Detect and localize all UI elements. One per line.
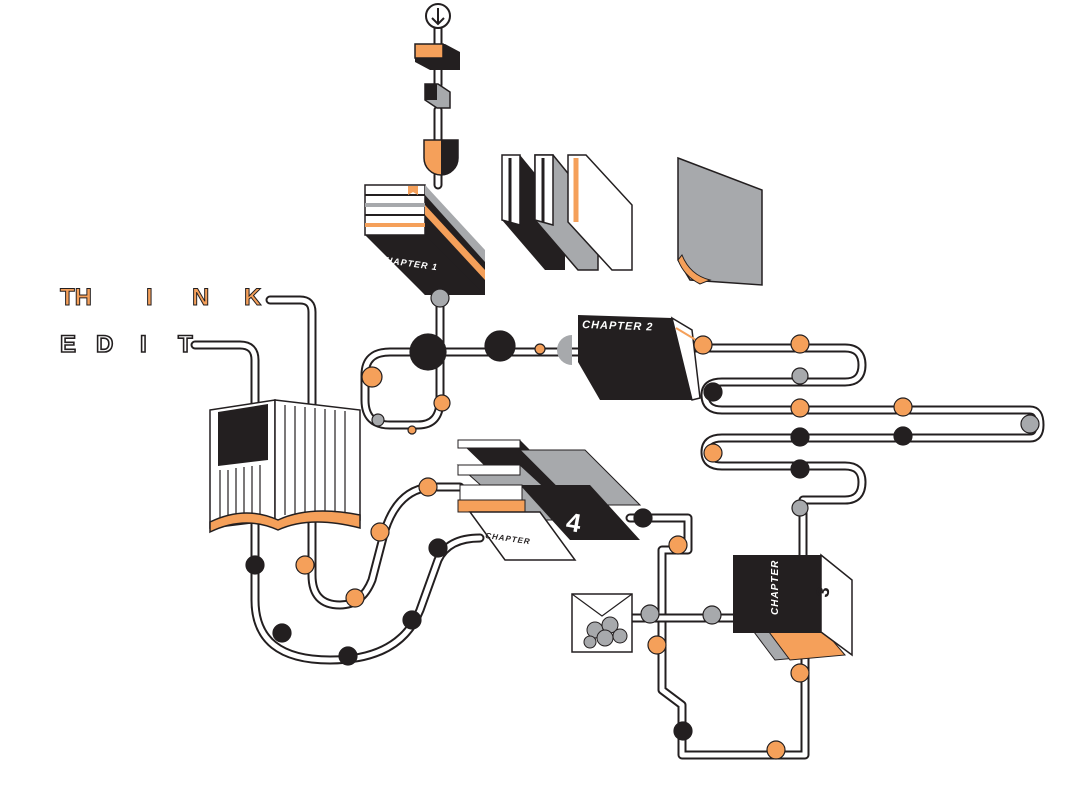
svg-text:E D I T: E D I T xyxy=(60,331,193,358)
edit-letter-e: E xyxy=(60,331,76,358)
edit-word: E D I T xyxy=(59,330,194,359)
think-letter-k: K xyxy=(244,284,262,311)
orange-block xyxy=(414,43,460,70)
chapter-3-book: CHAPTER 3 xyxy=(733,553,853,661)
download-arrow-icon[interactable] xyxy=(425,3,451,29)
think-letter-th: TH xyxy=(60,284,92,311)
small-cube xyxy=(424,83,451,109)
open-book xyxy=(209,399,361,534)
chapter-2-book: CHAPTER 2 xyxy=(557,315,701,401)
track-beads xyxy=(245,288,1040,760)
chapter-4-book-stack: 4 CHAPTER xyxy=(456,439,642,561)
edit-letter-d: D xyxy=(96,331,113,358)
half-disc-shape xyxy=(423,139,459,176)
edit-letter-t: T xyxy=(178,331,193,358)
chapter-3-number: 3 xyxy=(812,585,833,598)
edit-letter-i: I xyxy=(140,331,147,358)
chapter-2-label: CHAPTER 2 xyxy=(582,319,654,333)
think-word: TH I N K xyxy=(60,284,263,312)
gray-cluster-box xyxy=(571,593,633,653)
standing-books xyxy=(501,154,633,271)
chapter-3-label: CHAPTER xyxy=(770,560,781,615)
gray-book xyxy=(677,156,763,286)
svg-text:TH I N K: TH I N K xyxy=(60,284,262,311)
chapter-4-number: 4 xyxy=(564,506,584,538)
chapter-1-book-stack: CHAPTER 1 xyxy=(364,184,485,295)
think-letter-n: N xyxy=(192,284,209,311)
think-letter-i: I xyxy=(146,284,153,311)
